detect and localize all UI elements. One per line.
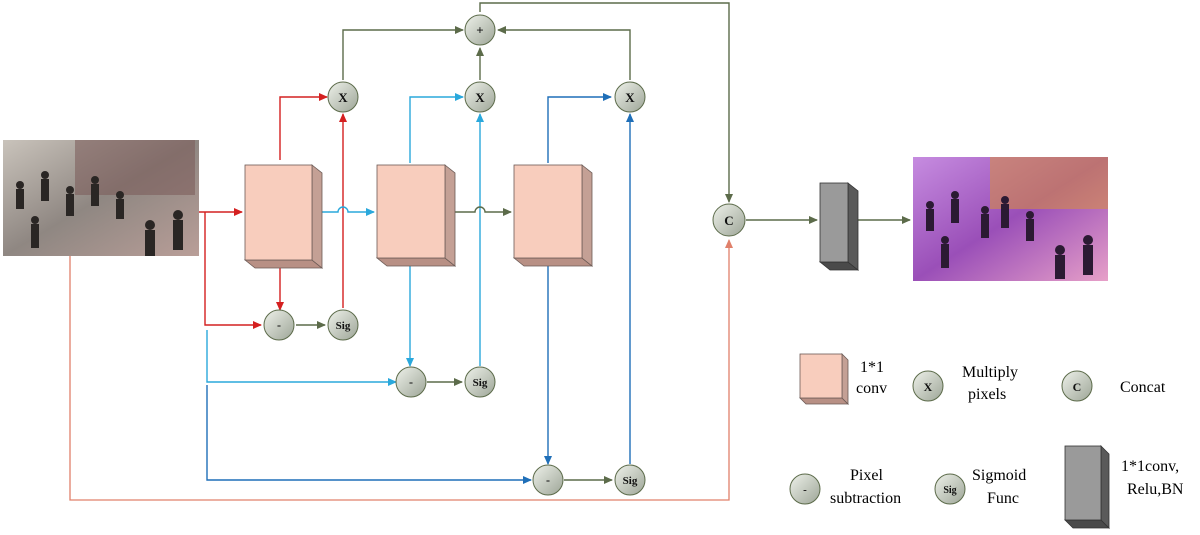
- input-image: [3, 140, 199, 256]
- legend-convrelu-line2: Relu,BN: [1127, 481, 1184, 498]
- conv-block-3: [512, 164, 594, 267]
- branch-1: [199, 93, 347, 329]
- multiply-node-1: X: [327, 81, 359, 113]
- legend-sigmoid-line1: Sigmoid: [972, 467, 1026, 484]
- legend-concat-label: Concat: [1120, 379, 1166, 396]
- sigmoid-node-2: Sig: [464, 366, 496, 398]
- svg-text:X: X: [338, 90, 348, 105]
- legend-multiply: X Multiply pixels: [912, 364, 1018, 403]
- legend-subtraction-line1: Pixel: [850, 467, 883, 484]
- legend: 1*1 conv X Multiply pixels C Concat - Pi…: [789, 353, 1184, 529]
- concat-node: C: [712, 203, 746, 237]
- branch-2: [206, 93, 484, 386]
- skip-connection: [69, 239, 733, 501]
- legend-multiply-line2: pixels: [968, 386, 1006, 403]
- subtract-node-1: -: [263, 309, 295, 341]
- legend-sigmoid-line2: Func: [987, 490, 1019, 507]
- legend-multiply-line1: Multiply: [962, 364, 1018, 381]
- svg-text:C: C: [1073, 380, 1082, 394]
- legend-subtraction-line2: subtraction: [830, 490, 901, 507]
- svg-text:+: +: [476, 23, 483, 38]
- legend-subtraction: - Pixel subtraction: [789, 467, 901, 507]
- plus-node: +: [464, 14, 496, 46]
- svg-text:X: X: [475, 90, 485, 105]
- sigmoid-node-1: Sig: [327, 309, 359, 341]
- svg-text:-: -: [803, 484, 807, 496]
- legend-conv-line2: conv: [856, 380, 887, 397]
- legend-conv-relu-bn: 1*1conv, Relu,BN: [1064, 445, 1184, 529]
- multiply-node-3: X: [614, 81, 646, 113]
- branch-3: [206, 93, 634, 484]
- svg-text:Sig: Sig: [336, 320, 351, 332]
- svg-text:C: C: [724, 213, 733, 228]
- subtract-node-3: -: [532, 464, 564, 496]
- svg-text:Sig: Sig: [623, 475, 638, 487]
- svg-text:Sig: Sig: [943, 485, 956, 496]
- svg-text:-: -: [277, 318, 281, 332]
- legend-convrelu-line1: 1*1conv,: [1121, 458, 1179, 475]
- merge-lines: [342, 2, 911, 224]
- svg-text:X: X: [924, 380, 933, 394]
- svg-text:-: -: [409, 375, 413, 389]
- conv2-to-conv3: [455, 206, 512, 216]
- subtract-node-2: -: [395, 366, 427, 398]
- conv-block-2: [375, 164, 457, 267]
- output-image: [913, 157, 1108, 281]
- legend-sigmoid: Sig Sigmoid Func: [934, 467, 1026, 507]
- legend-conv-line1: 1*1: [860, 359, 884, 376]
- sigmoid-node-3: Sig: [614, 464, 646, 496]
- conv-relu-bn-block: [818, 182, 860, 271]
- legend-concat: C Concat: [1061, 370, 1166, 402]
- svg-text:-: -: [546, 473, 550, 487]
- legend-conv: 1*1 conv: [799, 353, 887, 405]
- svg-text:X: X: [625, 90, 635, 105]
- svg-text:Sig: Sig: [473, 377, 488, 389]
- conv-block-1: [243, 164, 324, 269]
- multiply-node-2: X: [464, 81, 496, 113]
